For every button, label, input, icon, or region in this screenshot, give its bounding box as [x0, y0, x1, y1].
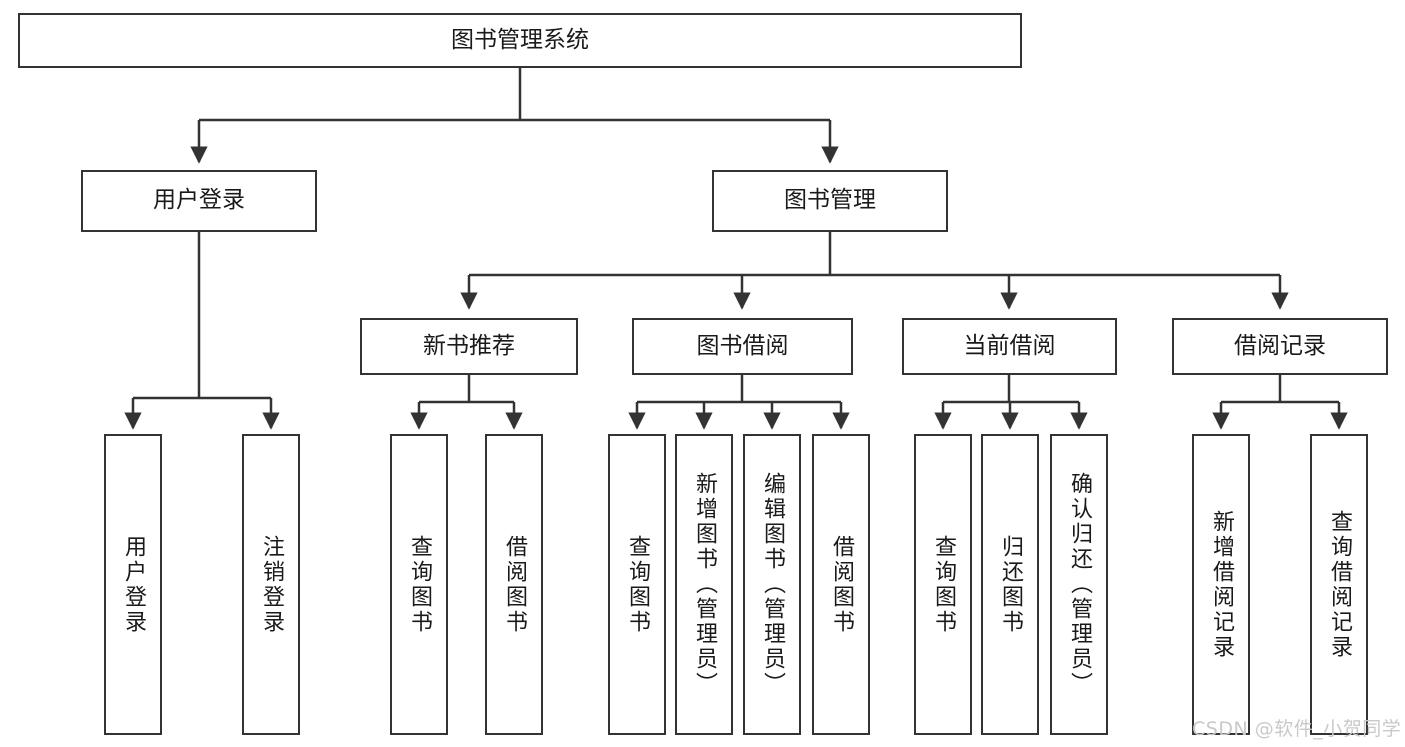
leaf-borrow-edit-book[interactable]: 编辑图书（管理员） [743, 434, 801, 735]
leaf-current-return-book-label: 归还图书 [998, 534, 1023, 635]
leaf-borrow-query-book[interactable]: 查询图书 [608, 434, 666, 735]
node-new-book-recommend-label: 新书推荐 [423, 332, 515, 359]
leaf-borrow-edit-book-label: 编辑图书（管理员） [760, 472, 785, 697]
leaf-record-add-label: 新增借阅记录 [1209, 509, 1234, 660]
leaf-user-login-signout-label: 注销登录 [259, 534, 284, 635]
leaf-current-confirm-return[interactable]: 确认归还（管理员） [1050, 434, 1108, 735]
node-root-label: 图书管理系统 [451, 26, 589, 53]
leaf-borrow-borrow-book-label: 借阅图书 [829, 534, 854, 635]
node-book-borrow-label: 图书借阅 [696, 332, 789, 359]
leaf-record-query-label: 查询借阅记录 [1327, 509, 1352, 660]
leaf-borrow-add-book-label: 新增图书（管理员） [692, 472, 717, 697]
leaf-new-book-borrow-label: 借阅图书 [502, 534, 527, 635]
csdn-watermark: CSDN @软件_小贺同学 [1192, 718, 1402, 740]
node-book-management[interactable]: 图书管理 [712, 170, 948, 232]
node-borrow-record[interactable]: 借阅记录 [1172, 318, 1388, 375]
leaf-new-book-query-label: 查询图书 [407, 534, 432, 635]
node-book-borrow[interactable]: 图书借阅 [632, 318, 853, 375]
leaf-user-login-signin-label: 用户登录 [121, 534, 146, 635]
leaf-current-query-book[interactable]: 查询图书 [914, 434, 972, 735]
leaf-borrow-query-book-label: 查询图书 [625, 534, 650, 635]
leaf-record-add[interactable]: 新增借阅记录 [1192, 434, 1250, 735]
leaf-borrow-borrow-book[interactable]: 借阅图书 [812, 434, 870, 735]
leaf-current-confirm-return-label: 确认归还（管理员） [1067, 472, 1092, 697]
leaf-current-query-book-label: 查询图书 [931, 534, 956, 635]
leaf-current-return-book[interactable]: 归还图书 [981, 434, 1039, 735]
node-root[interactable]: 图书管理系统 [18, 13, 1022, 68]
leaf-record-query[interactable]: 查询借阅记录 [1310, 434, 1368, 735]
node-current-borrow[interactable]: 当前借阅 [902, 318, 1117, 375]
leaf-borrow-add-book[interactable]: 新增图书（管理员） [675, 434, 733, 735]
node-borrow-record-label: 借阅记录 [1234, 332, 1326, 359]
leaf-new-book-query[interactable]: 查询图书 [390, 434, 448, 735]
node-user-login-label: 用户登录 [153, 187, 245, 214]
leaf-user-login-signin[interactable]: 用户登录 [104, 434, 162, 735]
leaf-new-book-borrow[interactable]: 借阅图书 [485, 434, 543, 735]
node-new-book-recommend[interactable]: 新书推荐 [360, 318, 578, 375]
node-current-borrow-label: 当前借阅 [963, 332, 1056, 359]
node-user-login[interactable]: 用户登录 [81, 170, 317, 232]
node-book-management-label: 图书管理 [784, 187, 876, 214]
leaf-user-login-signout[interactable]: 注销登录 [242, 434, 300, 735]
